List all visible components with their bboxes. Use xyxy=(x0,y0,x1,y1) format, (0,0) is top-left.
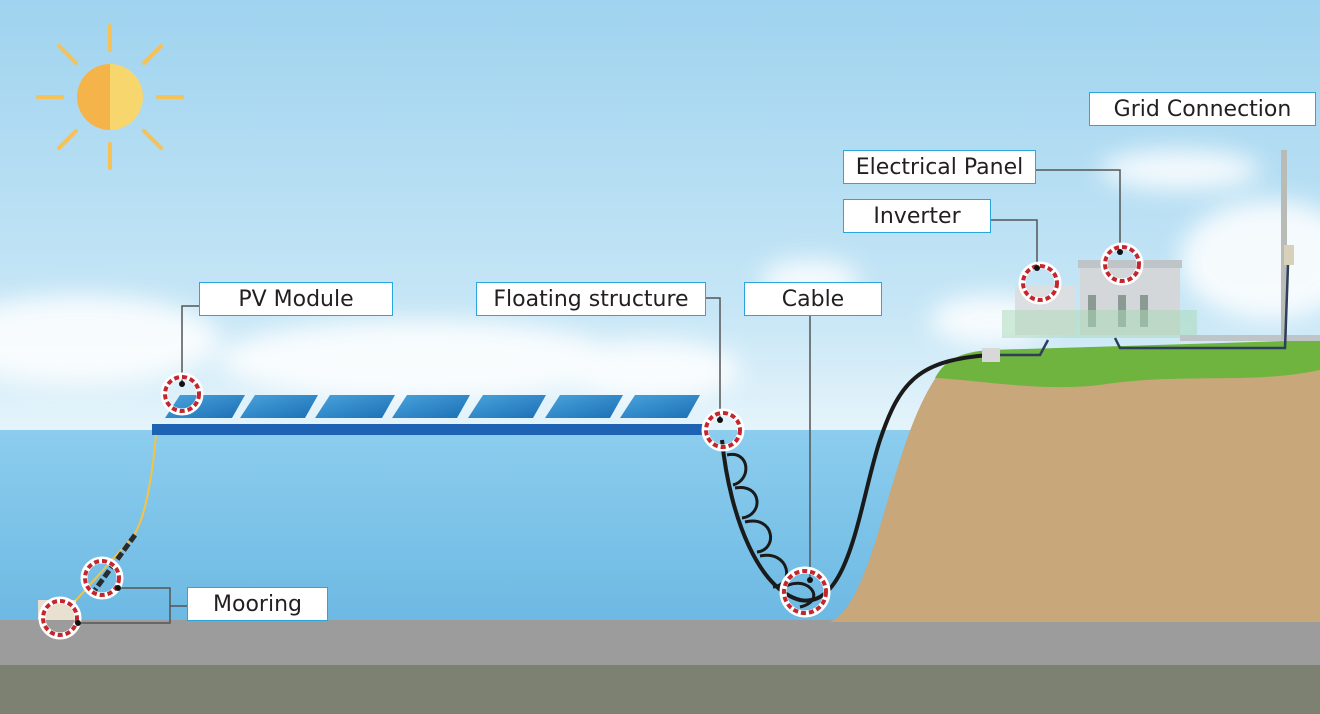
label-inverter: Inverter xyxy=(843,199,991,233)
pv-module-marker-icon xyxy=(160,372,204,416)
mooring-line-marker-icon xyxy=(80,556,124,600)
callout-lines xyxy=(78,169,1121,624)
seabed-deep xyxy=(0,665,1320,714)
inverter-marker-icon xyxy=(1018,261,1062,305)
pv-array xyxy=(152,395,707,435)
utility-pole xyxy=(1281,150,1294,340)
electrical-panel-marker-icon xyxy=(1100,242,1144,286)
hill xyxy=(830,350,1320,622)
label-mooring: Mooring xyxy=(187,587,328,621)
submarine-cable xyxy=(720,353,991,603)
label-cable: Cable xyxy=(744,282,882,316)
label-floating-structure: Floating structure xyxy=(476,282,706,316)
floating-structure-marker-icon xyxy=(701,408,745,452)
cable-floats xyxy=(726,453,816,609)
ground-cables xyxy=(1000,264,1290,357)
sun-icon xyxy=(36,24,184,170)
label-grid-connection: Grid Connection xyxy=(1089,92,1316,126)
cable-marker-icon xyxy=(779,566,831,618)
cable-junction-box xyxy=(982,348,1000,362)
label-electrical-panel: Electrical Panel xyxy=(843,150,1036,184)
mooring-anchor-marker-icon xyxy=(38,596,82,640)
label-pv-module: PV Module xyxy=(199,282,393,316)
grass xyxy=(935,340,1320,388)
marker-icons xyxy=(38,242,1144,640)
seabed xyxy=(0,620,1320,666)
